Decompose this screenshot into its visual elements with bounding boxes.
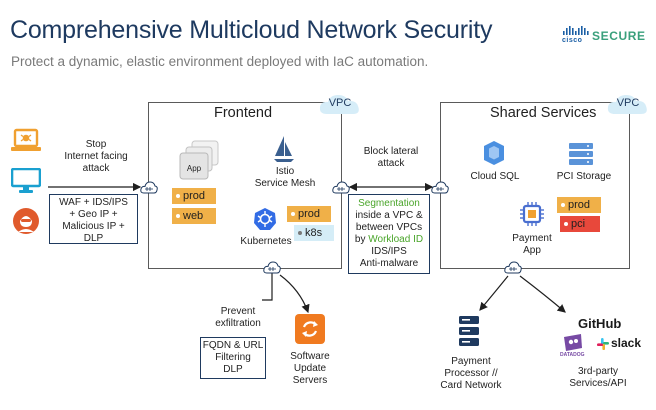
payment-app-label: Payment App — [512, 233, 552, 256]
third-party-label: 3rd-party Services/API — [569, 366, 627, 389]
datadog-icon — [564, 334, 582, 351]
firewall-cloud-icon — [332, 181, 350, 194]
prod-tag-label: prod — [183, 190, 206, 202]
prevent-exfiltration-text: Prevent exfiltration — [215, 306, 261, 329]
shared-services-label: Shared Services — [490, 105, 597, 121]
payment-prod-tag-label: prod — [568, 199, 591, 211]
firewall-cloud-icon — [431, 181, 449, 194]
fqdn-box: FQDN & URL Filtering DLP — [200, 337, 266, 379]
prod-tag: prod — [172, 188, 216, 204]
firewall-cloud-icon — [504, 261, 522, 274]
web-tag: web — [172, 208, 216, 224]
frontend-vpc-label: VPC — [328, 97, 352, 109]
monitor-icon — [11, 168, 41, 193]
workload-id-text: Workload ID — [368, 234, 424, 245]
cloud-sql-icon — [484, 141, 504, 165]
shared-vpc-label: VPC — [616, 97, 640, 109]
block-lateral-text: Block lateral attack — [363, 146, 419, 169]
kubernetes-icon — [254, 208, 276, 230]
waf-box: WAF + IDS/IPS + Geo IP + Malicious IP + … — [49, 194, 138, 244]
payment-processor-label: Payment Processor // Card Network — [440, 356, 502, 391]
hacker-icon — [13, 208, 39, 234]
kubernetes-label: Kubernetes — [240, 236, 292, 247]
logo-product: SECURE — [592, 29, 646, 43]
shared-vpc-badge: VPC — [606, 92, 650, 116]
istio-icon — [274, 136, 294, 162]
payment-prod-tag: prod — [557, 197, 601, 213]
k8s-tag-label: k8s — [305, 227, 323, 239]
payment-app-chip-icon — [520, 202, 544, 226]
software-update-label: Software Update Servers — [290, 351, 330, 386]
segmentation-line6: Anti-malware — [359, 258, 419, 269]
vpc-cloud-icon — [607, 95, 647, 114]
cloud-sql-label: Cloud SQL — [470, 171, 520, 182]
frontend-vpc-badge: VPC — [318, 92, 362, 116]
pci-storage-icon — [569, 143, 593, 165]
segmentation-line5: IDS/IPS — [371, 246, 407, 257]
segmentation-box: Segmentation inside a VPC & between VPCs… — [348, 194, 430, 274]
segmentation-line1: Segmentation — [358, 198, 420, 209]
app-label: App — [186, 164, 202, 173]
k8s-tag: k8s — [294, 225, 334, 241]
istio-text: Istio Service Mesh — [254, 166, 316, 189]
k8s-prod-tag-label: prod — [298, 208, 321, 220]
logo-brand: cisco — [562, 37, 583, 44]
github-logo-text: GitHub — [578, 316, 622, 331]
page-title: Comprehensive Multicloud Network Securit… — [10, 16, 493, 44]
cisco-bars-icon — [563, 26, 589, 35]
k8s-prod-tag: prod — [287, 206, 331, 222]
pci-tag-label: pci — [571, 218, 586, 230]
segmentation-line2: inside a VPC & — [355, 210, 423, 221]
slack-icon — [597, 338, 609, 350]
slack-logo-text: slack — [611, 336, 642, 350]
pci-tag: pci — [560, 216, 600, 232]
firewall-cloud-icon — [140, 181, 158, 194]
waf-text: WAF + IDS/IPS + Geo IP + Malicious IP + … — [59, 197, 128, 244]
app-pages-icon — [179, 140, 219, 180]
payment-processor-server-icon — [459, 316, 479, 346]
datadog-logo-text: DATADOG — [560, 352, 585, 358]
software-update-icon — [295, 314, 325, 344]
page-subtitle: Protect a dynamic, elastic environment d… — [11, 54, 429, 69]
web-tag-label: web — [183, 210, 204, 222]
cisco-secure-logo: cisco SECURE — [562, 26, 650, 48]
segmentation-line4: by Workload ID — [349, 234, 429, 246]
bug-laptop-icon — [11, 128, 41, 151]
segmentation-line4-prefix: by — [354, 234, 369, 245]
vpc-cloud-icon — [319, 95, 359, 114]
fqdn-text: FQDN & URL Filtering DLP — [202, 340, 264, 375]
segmentation-line3: between VPCs — [355, 222, 423, 233]
stop-attack-text: Stop Internet facing attack — [64, 139, 128, 174]
firewall-cloud-icon — [263, 261, 281, 274]
pci-storage-label: PCI Storage — [556, 171, 612, 182]
frontend-label: Frontend — [214, 105, 273, 121]
